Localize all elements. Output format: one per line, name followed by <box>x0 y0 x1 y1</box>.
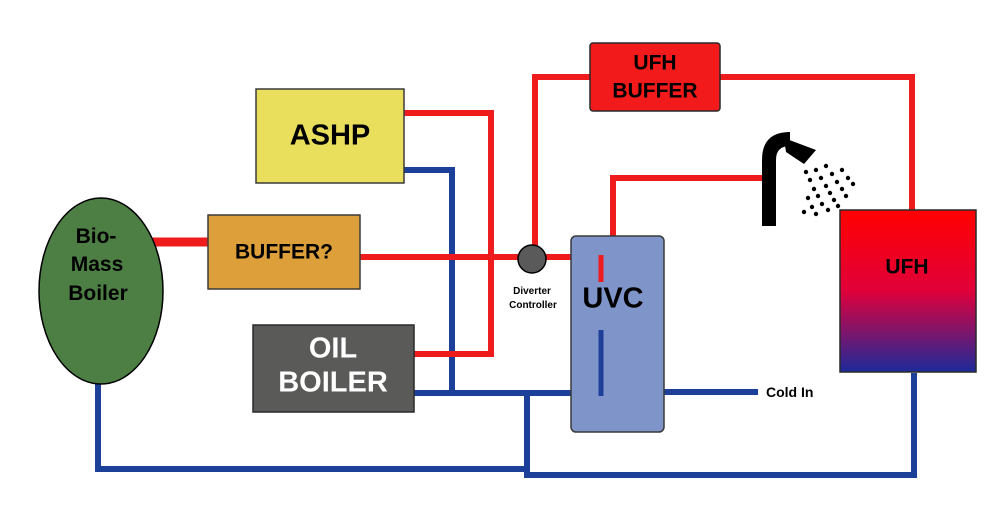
ashp-return-pipe <box>400 167 455 393</box>
ufh-buffer-to-ufh-pipe <box>720 74 915 210</box>
uvc-cylinder: UVC <box>570 235 665 433</box>
uvc-to-shower-pipe <box>610 175 768 237</box>
diverter-label-line2: Controller <box>509 300 557 311</box>
buffer-tank: BUFFER? <box>207 214 361 290</box>
biomass-boiler-shape <box>38 197 164 385</box>
diverter-label-line1: Diverter <box>513 286 551 297</box>
ufh-label: UFH <box>885 256 928 279</box>
shower-spray <box>801 163 856 217</box>
biomass-boiler: Bio- Mass Boiler <box>38 197 164 385</box>
ufh-buffer-label-line1: UFH <box>633 52 676 75</box>
diverter-controller: Diverter Controller <box>509 244 557 311</box>
oil-boiler-label-line2: BOILER <box>278 367 388 399</box>
uvc-box <box>570 235 665 433</box>
ufh-buffer: UFH BUFFER <box>589 42 721 112</box>
cold-in-label: Cold In <box>766 384 813 400</box>
shower-icon <box>762 132 856 226</box>
shower-arm <box>762 132 790 226</box>
ufh-buffer-label-line2: BUFFER <box>612 80 697 103</box>
biomass-label-line3: Boiler <box>68 282 128 305</box>
biomass-label-line1: Bio- <box>76 225 117 248</box>
ashp-box <box>255 88 405 184</box>
biomass-label-line2: Mass <box>71 253 124 276</box>
hot-pipes <box>152 74 915 357</box>
oil-boiler-label-line1: OIL <box>309 333 357 365</box>
ufh-box <box>839 209 977 373</box>
ashp-flow-pipe <box>400 110 494 357</box>
biomass-return-pipe <box>95 381 530 472</box>
diverter-to-ufh-buffer-pipe <box>532 74 590 246</box>
ufh-buffer-box <box>589 42 721 112</box>
diverter-valve <box>517 244 547 274</box>
oil-boiler: OIL BOILER <box>252 324 415 413</box>
shower-head <box>784 138 816 164</box>
uvc-label: UVC <box>582 283 643 315</box>
oil-boiler-box <box>252 324 415 413</box>
ashp-label: ASHP <box>290 120 371 152</box>
ashp-unit: ASHP <box>255 88 405 184</box>
ufh-emitter: UFH <box>839 209 977 373</box>
buffer-label: BUFFER? <box>235 241 333 264</box>
buffer-box <box>207 214 361 290</box>
ufh-return-pipe <box>524 373 917 478</box>
